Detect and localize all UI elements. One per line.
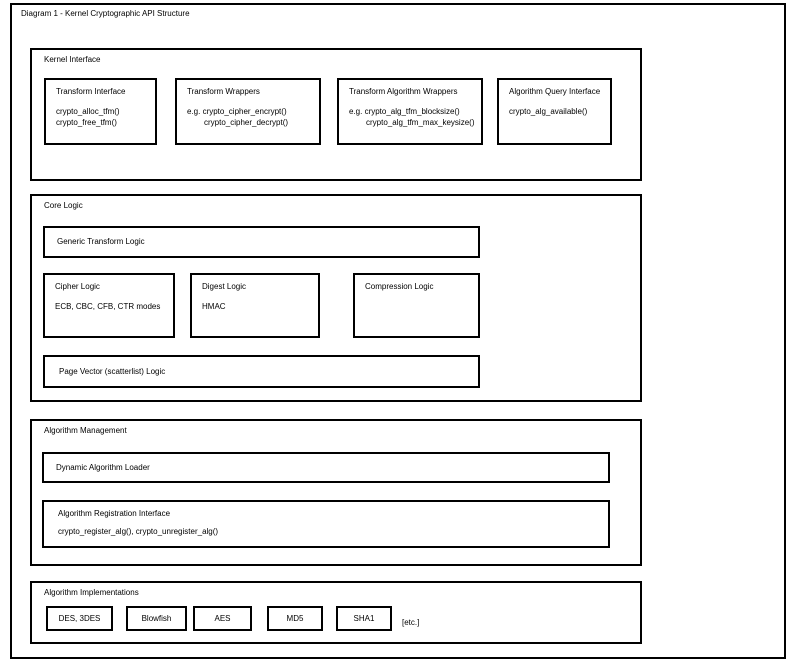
box-title: Compression Logic (365, 282, 434, 291)
box-line: crypto_cipher_decrypt() (204, 118, 289, 127)
box-line: crypto_alg_tfm_max_keysize() (366, 118, 475, 127)
box-title: Digest Logic (202, 282, 247, 291)
box-cipher-logic: Cipher Logic ECB, CBC, CFB, CTR modes (43, 273, 175, 338)
section-label: Kernel Interface (44, 55, 101, 64)
box-title: Algorithm Query Interface (509, 87, 601, 96)
box-line: e.g. crypto_cipher_encrypt() (187, 107, 287, 116)
section-label: Core Logic (44, 201, 83, 210)
box-compression-logic: Compression Logic (353, 273, 480, 338)
box-generic-transform-logic: Generic Transform Logic (43, 226, 480, 258)
diagram-title: Diagram 1 - Kernel Cryptographic API Str… (21, 9, 190, 18)
box-line: ECB, CBC, CFB, CTR modes (55, 302, 161, 311)
box-title: Transform Algorithm Wrappers (349, 87, 458, 96)
chip-blowfish: Blowfish (126, 606, 187, 631)
chip-md5: MD5 (267, 606, 323, 631)
etc-label: [etc.] (402, 618, 420, 627)
box-line: crypto_alloc_tfm() (56, 107, 120, 116)
box-title: Transform Interface (56, 87, 126, 96)
chip-aes: AES (193, 606, 252, 631)
box-line: crypto_register_alg(), crypto_unregister… (58, 527, 219, 536)
box-digest-logic: Digest Logic HMAC (190, 273, 320, 338)
chip-sha1: SHA1 (336, 606, 392, 631)
box-line: crypto_alg_available() (509, 107, 588, 116)
box-line: crypto_free_tfm() (56, 118, 117, 127)
box-title: Algorithm Registration Interface (58, 509, 171, 518)
box-title: Page Vector (scatterlist) Logic (59, 366, 166, 376)
box-algorithm-registration-interface: Algorithm Registration Interface crypto_… (42, 500, 610, 548)
box-algorithm-query-interface: Algorithm Query Interface crypto_alg_ava… (497, 78, 612, 145)
box-transform-wrappers: Transform Wrappers e.g. crypto_cipher_en… (175, 78, 321, 145)
section-label: Algorithm Implementations (44, 588, 139, 597)
box-title: Dynamic Algorithm Loader (56, 462, 150, 472)
box-title: Transform Wrappers (187, 87, 260, 96)
chip-des-3des: DES, 3DES (46, 606, 113, 631)
box-title: Generic Transform Logic (57, 237, 145, 246)
box-page-vector-logic: Page Vector (scatterlist) Logic (43, 355, 480, 388)
box-line: HMAC (202, 302, 226, 311)
section-label: Algorithm Management (44, 426, 127, 435)
box-dynamic-algorithm-loader: Dynamic Algorithm Loader (42, 452, 610, 483)
box-title: Cipher Logic (55, 282, 100, 291)
box-transform-interface: Transform Interface crypto_alloc_tfm() c… (44, 78, 157, 145)
box-transform-algorithm-wrappers: Transform Algorithm Wrappers e.g. crypto… (337, 78, 483, 145)
box-line: e.g. crypto_alg_tfm_blocksize() (349, 107, 460, 116)
